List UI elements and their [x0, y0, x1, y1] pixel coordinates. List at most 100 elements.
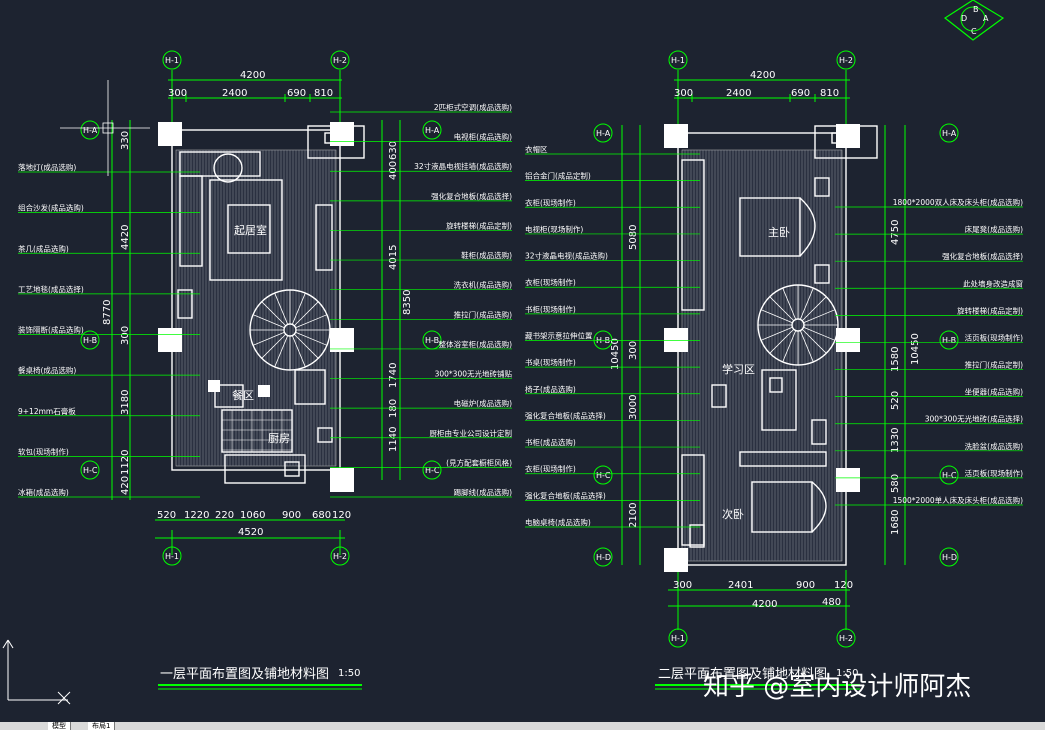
callout-label: 踢脚线(成品选购): [330, 487, 512, 498]
left-bottom-dim-4: 900: [282, 510, 301, 521]
crosshair-cursor-icon: [60, 80, 150, 176]
svg-text:软包(现场制作): 软包(现场制作): [18, 446, 69, 456]
callout-label: 强化复合地板(成品选择): [330, 191, 512, 202]
callout-label: (見方配套橱柜风格): [330, 457, 512, 468]
callout-label: 书柜(现场制作): [525, 304, 700, 315]
right-rvdim-0: 4750: [890, 220, 901, 245]
svg-text:H-1: H-1: [671, 634, 685, 643]
right-plan-left-callouts: 衣帽区铝合金门(成品定制)衣柜(现场制作)电视柜(现场制作)32寸液晶电视(成品…: [525, 144, 700, 528]
ucs-icon: [2, 639, 71, 705]
svg-text:装饰隔断(成品选购): 装饰隔断(成品选购): [18, 325, 84, 335]
svg-text:书柜(现场制作): 书柜(现场制作): [525, 304, 576, 314]
tab-layout1[interactable]: 布局1: [88, 722, 116, 730]
callout-label: 9+12mm石膏板: [18, 406, 200, 417]
svg-text:书柜(成品选购): 书柜(成品选购): [525, 437, 576, 447]
svg-text:H-A: H-A: [596, 129, 611, 138]
callout-label: 洗脸盆(成品选购): [835, 441, 1023, 452]
callout-label: 300*300无光地砖(成品选择): [835, 414, 1023, 425]
right-floor-plan: H-1 H-2 H-1 H-2 H-A H-B H-C H-D H-A H-B …: [525, 50, 1023, 690]
right-vdim-0: 5080: [628, 225, 639, 250]
svg-text:衣柜(现场制作): 衣柜(现场制作): [525, 464, 576, 474]
right-top-total-dim: 4200: [750, 70, 775, 81]
room-kitchen: 厨房: [268, 432, 290, 445]
svg-text:300*300无光地砖铺贴: 300*300无光地砖铺贴: [435, 369, 513, 379]
svg-text:电脑桌椅(成品选购): 电脑桌椅(成品选购): [525, 517, 591, 527]
svg-text:电视柜(成品选购): 电视柜(成品选购): [454, 132, 512, 142]
compass-a: A: [983, 14, 989, 23]
left-floor-plan: H-1 H-2 H-1 H-2 H-A H-B H-C H-A H-B H-C …: [18, 50, 512, 690]
right-bottom-extra-dim: 480: [822, 597, 841, 608]
right-rvdim-4: 1330: [890, 428, 901, 453]
svg-text:H-1: H-1: [165, 56, 179, 65]
callout-label: 餐桌椅(成品选购): [18, 365, 200, 376]
svg-text:床尾凳(成品选购): 床尾凳(成品选购): [965, 224, 1023, 234]
callout-label: 此处墙身改造成窗: [835, 278, 1023, 289]
right-vdim-1: 10450: [610, 338, 621, 370]
callout-label: 铝合金门(成品定制): [525, 171, 700, 181]
callout-label: 1500*2000单人床及床头柜(成品选购): [835, 495, 1023, 506]
svg-text:推拉门(成品定制): 推拉门(成品定制): [965, 360, 1023, 370]
right-bottom-total-dim: 4200: [752, 599, 777, 610]
callout-label: 工艺地毯(成品选择): [18, 284, 200, 295]
svg-text:书桌(现场制作): 书桌(现场制作): [525, 357, 576, 367]
callout-label: 装饰隔断(成品选购): [18, 325, 200, 335]
left-vdim-6: 420: [120, 476, 131, 495]
svg-text:踢脚线(成品选购): 踢脚线(成品选购): [454, 487, 512, 497]
left-rvdim-1: 400: [388, 161, 399, 180]
callout-label: 电磁炉(成品选购): [330, 398, 512, 409]
svg-text:强化复合地板(成品选择): 强化复合地板(成品选择): [942, 251, 1023, 261]
callout-label: 32寸液晶电视挂墙(成品选购): [330, 161, 512, 172]
left-bottom-dim-6: 120: [332, 510, 351, 521]
right-rvdim-2: 1580: [890, 347, 901, 372]
left-bottom-dim-1: 1220: [184, 510, 209, 521]
svg-text:H-C: H-C: [942, 471, 957, 480]
svg-text:椅子(成品选购): 椅子(成品选购): [525, 384, 576, 394]
svg-text:鞋柜(成品选购): 鞋柜(成品选购): [461, 250, 512, 260]
callout-label: 推拉门(成品定制): [835, 360, 1023, 370]
callout-label: 旋转楼梯(成品定制): [835, 305, 1023, 316]
callout-label: 电视柜(现场制作): [525, 224, 700, 235]
svg-text:H-A: H-A: [425, 126, 440, 135]
right-top-dim-3: 810: [820, 88, 839, 99]
callout-label: 冰箱(成品选购): [18, 487, 200, 498]
svg-text:H-1: H-1: [165, 552, 179, 561]
svg-text:H-B: H-B: [83, 336, 97, 345]
svg-text:H-C: H-C: [425, 466, 440, 475]
callout-label: 强化复合地板(成品选择): [525, 490, 700, 501]
svg-text:H-B: H-B: [942, 336, 956, 345]
left-vdim-5: 1120: [120, 450, 131, 475]
svg-text:H-A: H-A: [83, 126, 98, 135]
right-bottom-dim-0: 300: [673, 580, 692, 591]
callout-label: 落地灯(成品选购): [18, 162, 200, 173]
left-bottom-total-dim: 4520: [238, 527, 263, 538]
svg-text:活页板(现场制作): 活页板(现场制作): [965, 332, 1023, 342]
svg-text:H-B: H-B: [425, 336, 439, 345]
callout-label: 坐便器(成品选购): [835, 387, 1023, 397]
callout-label: 旋转楼梯(成品定制): [330, 220, 512, 231]
svg-text:洗衣机(成品选购): 洗衣机(成品选购): [454, 280, 512, 290]
left-top-dim-0: 300: [168, 88, 187, 99]
axis-bubble: H-1 H-2 H-1 H-2 H-A H-B H-C H-A H-B H-C: [80, 50, 442, 566]
svg-text:组合沙发(成品选购): 组合沙发(成品选购): [18, 203, 84, 213]
svg-text:H-2: H-2: [333, 56, 347, 65]
left-rvdim-6: 1140: [388, 427, 399, 452]
callout-label: 电视柜(成品选购): [330, 132, 512, 142]
svg-text:1800*2000双人床及床头柜(成品选购): 1800*2000双人床及床头柜(成品选购): [893, 197, 1023, 207]
left-rvdim-4: 1740: [388, 363, 399, 388]
callout-label: 鞋柜(成品选购): [330, 250, 512, 261]
left-top-dim-3: 810: [314, 88, 333, 99]
svg-text:此处墙身改造成窗: 此处墙身改造成窗: [963, 278, 1023, 288]
svg-text:衣柜(现场制作): 衣柜(现场制作): [525, 277, 576, 287]
left-vdim-1: 4420: [120, 225, 131, 250]
svg-text:餐桌椅(成品选购): 餐桌椅(成品选购): [18, 365, 76, 375]
svg-text:整体浴室柜(成品选购): 整体浴室柜(成品选购): [439, 339, 512, 349]
callout-label: 茶几(成品选购): [18, 243, 200, 254]
svg-text:茶几(成品选购): 茶几(成品选购): [18, 243, 69, 253]
compass-b: B: [973, 5, 979, 14]
svg-text:H-2: H-2: [333, 552, 347, 561]
callout-label: 强化复合地板(成品选择): [525, 410, 700, 421]
callout-label: 300*300无光地砖铺贴: [330, 369, 512, 379]
callout-label: 衣柜(现场制作): [525, 197, 700, 208]
tab-model[interactable]: 模型: [48, 722, 71, 730]
